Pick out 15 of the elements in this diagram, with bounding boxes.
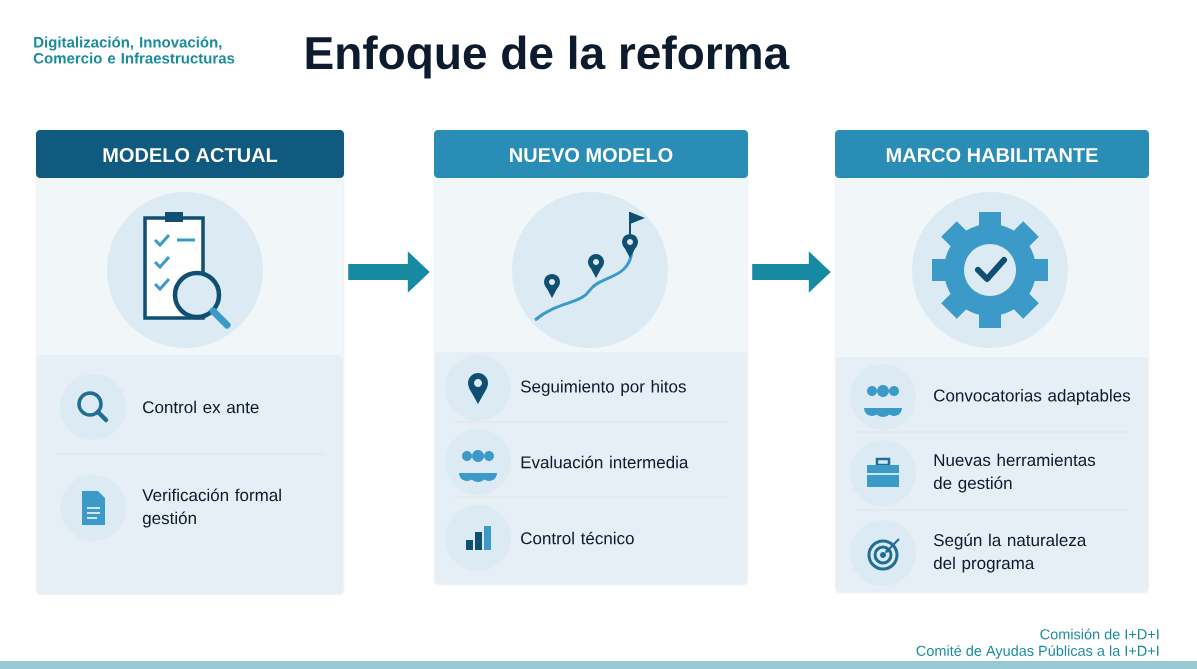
item-text: Nuevas herramientas de gestión	[933, 453, 1096, 493]
item-text: Verificación formal gestión	[142, 488, 281, 528]
item-text: Control técnico	[521, 531, 634, 545]
item-text: Seguimiento por hitos	[521, 380, 686, 396]
card-header: MARCO HABILITANTE	[835, 130, 1149, 178]
item-text: Evaluación intermedia	[521, 455, 689, 469]
item-text: Según la naturaleza del programa	[933, 533, 1087, 573]
footer-text: Comisión de I+D+I	[1040, 628, 1159, 640]
footer-text: Comité de Ayudas Públicas a la I+D+I	[916, 645, 1159, 659]
card-header: NUEVO MODELO	[434, 130, 748, 178]
item-text: Control ex ante	[143, 400, 259, 414]
department-name: Digitalización, Innovación, Comercio e Infraestructuras	[33, 36, 235, 64]
title: Enfoque de la reforma	[306, 35, 790, 79]
item-text: Convocatorias adaptables	[934, 389, 1131, 405]
card-header: MODELO ACTUAL	[36, 130, 344, 178]
